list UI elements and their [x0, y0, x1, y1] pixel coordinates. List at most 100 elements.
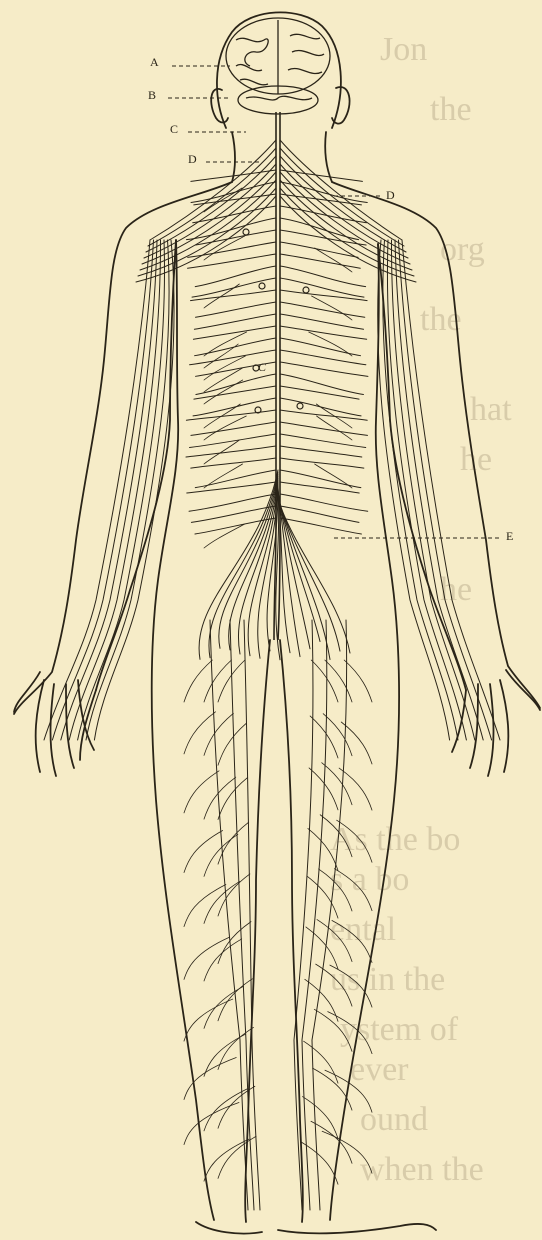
bleed-text-line: he — [440, 571, 472, 608]
nerve-branch — [280, 140, 402, 240]
nerve-branch — [280, 338, 361, 356]
label-d-right: D — [386, 188, 396, 203]
nerve-branch — [302, 1097, 338, 1139]
nerve-branch — [280, 422, 367, 435]
spinal-cord — [274, 112, 276, 640]
nerve-branch — [280, 218, 359, 240]
bleed-text-line: us in the — [330, 961, 445, 998]
nerve-branch — [278, 498, 340, 651]
bleed-text-line: As the bo — [330, 821, 460, 858]
nerve-branch — [94, 240, 174, 740]
nerve-branch — [302, 620, 327, 1210]
nerve-branch — [339, 768, 372, 810]
label-a: A — [150, 55, 160, 70]
nerve-branch — [86, 240, 169, 740]
nerve-branch — [187, 482, 276, 493]
bleed-text-line: ever — [350, 1051, 409, 1088]
nerve-branch — [142, 172, 276, 264]
nerve-branch — [280, 446, 362, 457]
nerve-branch — [311, 660, 338, 702]
nerve-branch — [280, 458, 364, 468]
nerve-branch — [280, 156, 406, 252]
nerve-branch — [323, 714, 352, 756]
nerve-branch — [193, 326, 276, 339]
nerve-branch — [184, 937, 229, 979]
nerve-branch — [184, 999, 233, 1041]
nerve-branch — [195, 338, 276, 356]
label-b: B — [148, 88, 157, 103]
nerve-branch — [191, 422, 276, 435]
nerve-branch — [280, 278, 364, 297]
nerve-branch — [190, 434, 276, 448]
left-leg-inner — [245, 640, 270, 1222]
nerve-branch — [204, 939, 242, 981]
right-leg-inner — [280, 640, 303, 1222]
nerve-branch — [184, 660, 212, 702]
nerve-branch — [44, 240, 150, 740]
nerve-branch — [317, 416, 352, 440]
nerve-branch — [218, 777, 248, 819]
nerve-branch — [186, 446, 276, 457]
nerve-branch — [204, 834, 238, 876]
nerve-branch — [280, 374, 363, 394]
bleed-text-line: hat — [470, 391, 512, 428]
nerve-branch — [193, 398, 276, 416]
neck-right — [325, 132, 332, 182]
nerve-branch — [310, 716, 338, 758]
head-outline — [217, 12, 341, 128]
nerve-branch — [280, 230, 366, 245]
nerve-branch — [280, 386, 359, 399]
nerve-branch — [244, 620, 260, 1210]
bleed-text-line: s a bo — [330, 861, 409, 898]
nerve-branch — [195, 470, 276, 488]
nerve-branch — [280, 266, 366, 287]
bleed-text-line: when the — [360, 1151, 484, 1188]
bleed-text-line: he — [460, 441, 492, 478]
nerve-branch — [204, 344, 238, 368]
feet — [196, 1222, 436, 1234]
nerve-branch — [280, 302, 365, 317]
bleed-text-line: Jon — [380, 31, 427, 68]
nerve-branch — [280, 470, 361, 488]
nerve-branch — [194, 314, 276, 329]
nerve-branch — [280, 164, 408, 258]
bleed-text-line: org — [440, 231, 485, 268]
left-hand — [14, 672, 96, 776]
label-e: E — [506, 529, 514, 544]
nerve-branch — [218, 874, 250, 916]
nerve-branch — [322, 763, 352, 805]
neck-left — [232, 132, 235, 182]
label-c-spine: C — [258, 360, 267, 375]
label-d-left: D — [188, 152, 198, 167]
nerve-branch — [204, 1089, 247, 1131]
nerve-branch — [196, 302, 276, 317]
nerve-branch — [218, 922, 251, 964]
brain — [226, 18, 330, 114]
nerve-branch — [325, 660, 352, 702]
nerve-branch — [210, 620, 248, 1210]
label-c: C — [170, 122, 179, 137]
nerve-branch — [204, 713, 233, 755]
nerve-branch — [191, 458, 276, 468]
nerve-branch — [280, 350, 366, 365]
nerve-branch — [184, 771, 219, 813]
nerve-branch — [218, 723, 246, 765]
nerve-branch — [204, 524, 245, 548]
bleed-text-line: ental — [330, 911, 396, 948]
left-body-outline — [14, 182, 232, 714]
nerve-branch — [344, 660, 372, 702]
bleed-text-line: the — [430, 91, 472, 128]
nerve-branch — [280, 254, 360, 268]
nerve-branch — [184, 830, 223, 872]
nerve-branch — [184, 1103, 239, 1145]
nerve-branch — [184, 1057, 236, 1099]
nerve-branch — [280, 434, 366, 448]
nerve-branch — [280, 482, 359, 493]
nerve-branch — [312, 296, 352, 320]
nerve-branch — [204, 284, 239, 308]
nerve-branch — [280, 314, 363, 329]
nerve-branch — [304, 1041, 338, 1083]
nerve-branch — [280, 362, 368, 376]
nerve-branch — [204, 440, 239, 464]
